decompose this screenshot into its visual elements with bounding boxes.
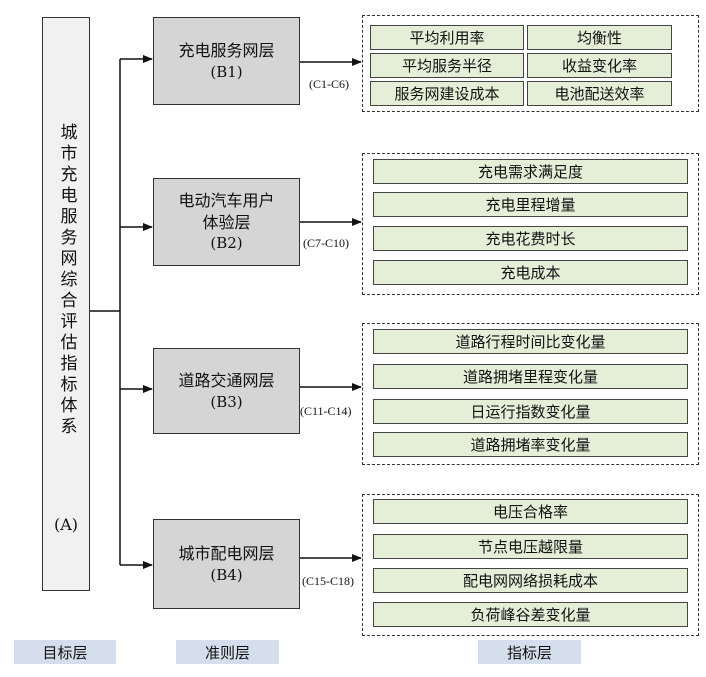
range-b2: (C7-C10): [303, 236, 349, 250]
range-b3: (C11-C14): [300, 404, 352, 418]
indicator-box: 道路拥堵里程变化量: [373, 364, 688, 389]
criterion-b1: 充电服务网层 (B1): [153, 17, 300, 105]
range-b4: (C15-C18): [302, 574, 354, 588]
goal-code: (A): [53, 515, 79, 534]
indicator-box: 负荷峰谷差变化量: [373, 602, 688, 627]
indicator-box: 均衡性: [527, 25, 672, 50]
indicator-box: 充电需求满足度: [373, 159, 688, 184]
criterion-b4: 城市配电网层 (B4): [153, 519, 300, 609]
criterion-b4-name: 城市配电网层: [178, 544, 275, 564]
criterion-b2-code: (B2): [210, 234, 243, 253]
criterion-b1-name: 充电服务网层: [178, 41, 275, 61]
goal-title: 城市充电服务网综合评估指标体系: [56, 122, 77, 438]
indicator-group-b3: 道路行程时间比变化量 道路拥堵里程变化量 日运行指数变化量 道路拥堵率变化量: [362, 323, 699, 465]
layer-label-indicator: 指标层: [478, 640, 581, 664]
indicator-box: 电池配送效率: [527, 81, 672, 106]
criterion-b1-code: (B1): [210, 62, 243, 81]
indicator-box: 日运行指数变化量: [373, 399, 688, 424]
indicator-box: 平均服务半径: [370, 53, 524, 78]
criterion-b2-name: 电动汽车用户体验层: [178, 191, 275, 232]
indicator-group-b1: 平均利用率 均衡性 平均服务半径 收益变化率 服务网建设成本 电池配送效率: [362, 15, 699, 112]
goal-box: 城市充电服务网综合评估指标体系: [42, 17, 90, 591]
layer-label-goal: 目标层: [14, 640, 116, 664]
indicator-group-b2: 充电需求满足度 充电里程增量 充电花费时长 充电成本: [362, 153, 699, 295]
indicator-box: 收益变化率: [527, 53, 672, 78]
indicator-box: 道路行程时间比变化量: [373, 329, 688, 354]
criterion-b3-code: (B3): [210, 392, 243, 411]
layer-label-criteria: 准则层: [176, 640, 279, 664]
criterion-b4-code: (B4): [210, 565, 243, 584]
criterion-b2: 电动汽车用户体验层 (B2): [153, 178, 300, 266]
criterion-b3: 道路交通网层 (B3): [153, 348, 300, 434]
indicator-box: 平均利用率: [370, 25, 524, 50]
indicator-box: 节点电压越限量: [373, 534, 688, 559]
indicator-box: 电压合格率: [373, 499, 688, 524]
indicator-box: 充电成本: [373, 260, 688, 285]
indicator-box: 充电里程增量: [373, 192, 688, 217]
indicator-group-b4: 电压合格率 节点电压越限量 配电网网络损耗成本 负荷峰谷差变化量: [362, 494, 699, 636]
indicator-box: 道路拥堵率变化量: [373, 432, 688, 457]
range-b1: (C1-C6): [309, 77, 349, 91]
criterion-b3-name: 道路交通网层: [178, 371, 275, 391]
indicator-box: 服务网建设成本: [370, 81, 524, 106]
indicator-box: 配电网网络损耗成本: [373, 568, 688, 593]
indicator-box: 充电花费时长: [373, 226, 688, 251]
